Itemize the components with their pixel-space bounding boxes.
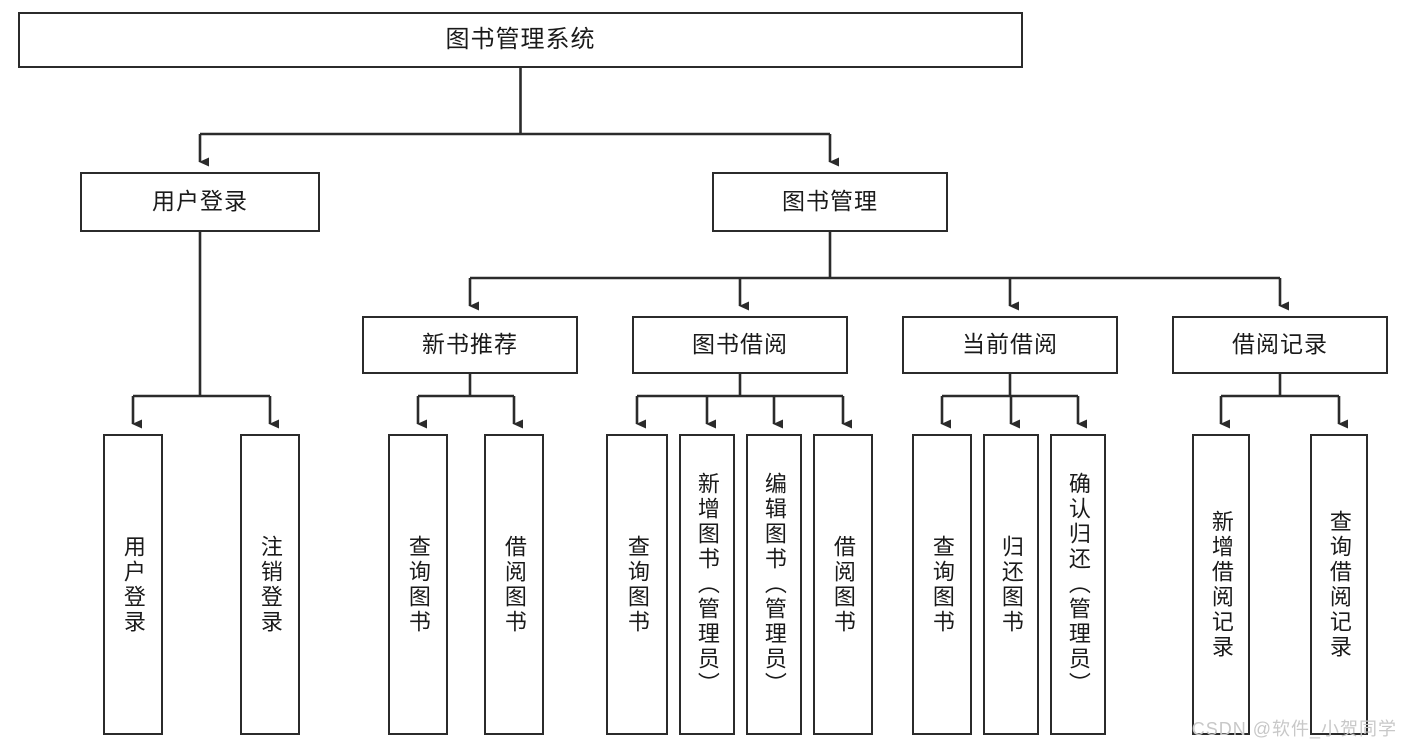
node-user-login[interactable]: 用户登录 [80,172,320,232]
node-leaf-borrow-book-rec[interactable]: 借阅图书 [484,434,544,735]
node-label: 新增借阅记录 [1208,509,1234,660]
node-label: 查询图书 [405,534,431,635]
node-book-manage[interactable]: 图书管理 [712,172,948,232]
node-leaf-user-logout[interactable]: 注销登录 [240,434,300,735]
node-leaf-return-book[interactable]: 归还图书 [983,434,1039,735]
node-label: 图书借阅 [692,331,788,358]
node-label: 确认归还（管理员） [1065,472,1091,697]
node-label: 归还图书 [998,534,1024,635]
node-leaf-add-borrow-record[interactable]: 新增借阅记录 [1192,434,1250,735]
node-root[interactable]: 图书管理系统 [18,12,1023,68]
node-leaf-query-borrow-record[interactable]: 查询借阅记录 [1310,434,1368,735]
node-leaf-query-book-borrow[interactable]: 查询图书 [606,434,668,735]
node-label: 用户登录 [152,188,248,215]
node-label: 图书管理系统 [445,25,596,53]
node-leaf-user-login[interactable]: 用户登录 [103,434,163,735]
node-new-book-rec[interactable]: 新书推荐 [362,316,578,374]
node-label: 新增图书（管理员） [694,472,720,697]
node-label: 注销登录 [257,534,283,635]
node-leaf-confirm-return-admin[interactable]: 确认归还（管理员） [1050,434,1106,735]
watermark-text: CSDN @软件_小贺同学 [1191,719,1397,739]
node-label: 查询图书 [929,534,955,635]
node-label: 用户登录 [120,534,146,635]
node-leaf-add-book-admin[interactable]: 新增图书（管理员） [679,434,735,735]
node-leaf-query-book-current[interactable]: 查询图书 [912,434,972,735]
node-leaf-query-book-rec[interactable]: 查询图书 [388,434,448,735]
node-current-borrow[interactable]: 当前借阅 [902,316,1118,374]
node-label: 查询图书 [624,534,650,635]
node-label: 新书推荐 [422,331,518,358]
node-leaf-borrow-book[interactable]: 借阅图书 [813,434,873,735]
node-label: 编辑图书（管理员） [761,472,787,697]
node-book-borrow[interactable]: 图书借阅 [632,316,848,374]
node-label: 查询借阅记录 [1326,509,1352,660]
node-label: 借阅记录 [1232,331,1328,358]
node-label: 当前借阅 [962,331,1058,358]
node-label: 借阅图书 [501,534,527,635]
node-label: 图书管理 [782,188,878,215]
node-leaf-edit-book-admin[interactable]: 编辑图书（管理员） [746,434,802,735]
node-label: 借阅图书 [830,534,856,635]
node-borrow-record[interactable]: 借阅记录 [1172,316,1388,374]
